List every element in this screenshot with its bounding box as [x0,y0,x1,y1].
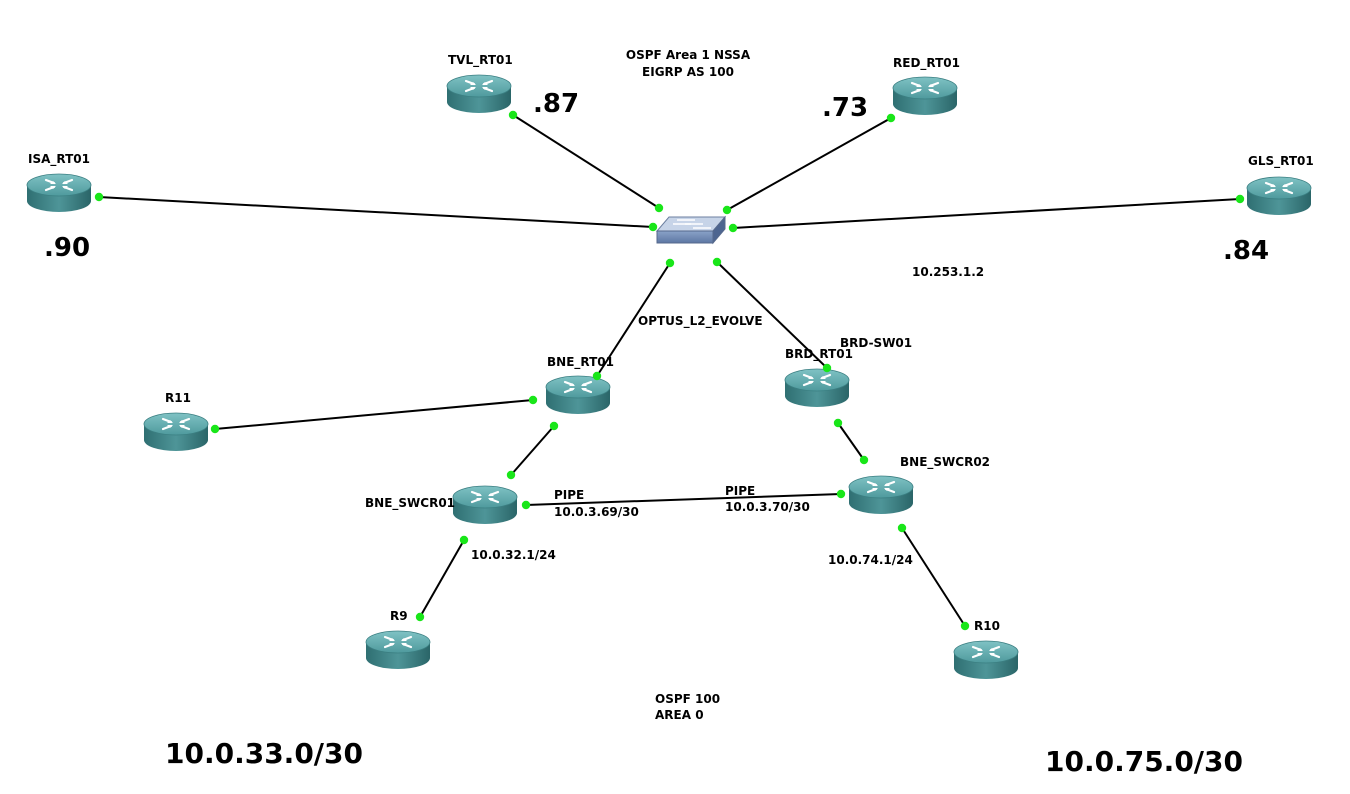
router-isa-rt01[interactable]: ISA_RT01 [25,152,93,214]
ospf100-label: OSPF 100 [655,692,720,706]
port-dot [508,110,518,120]
port-dot [549,421,559,431]
node-label: BNE_SWCR02 [900,455,990,470]
port-dot [833,418,843,428]
red-octet-label: .73 [822,93,868,123]
brd-sw01-label: BRD-SW01 [840,336,912,350]
annotations-layer: OSPF Area 1 NSSA EIGRP AS 100 .87 .73 .9… [44,48,1269,778]
link-bne_rt01-sw[interactable] [596,262,671,377]
pipe-right-ip-label: 10.0.3.70/30 [725,500,810,514]
port-dot [722,205,732,215]
port-dot [886,113,896,123]
node-label: GLS_RT01 [1248,154,1314,169]
router-r9[interactable]: R9 [364,609,432,671]
port-dot [897,523,907,533]
router-bne-rt01[interactable]: BNE_RT01 [544,355,614,416]
node-label: BNE_SWCR01 [365,496,455,511]
router-icon [451,484,519,526]
port-dot [859,455,869,465]
router-r10[interactable]: R10 [952,619,1020,681]
gls-octet-label: .84 [1223,236,1269,266]
lan-left-label: 10.0.32.1/24 [471,548,556,562]
pipe-left-ip-label: 10.0.3.69/30 [554,505,639,519]
pipe-left-label: PIPE [554,488,584,502]
isa-octet-label: .90 [44,233,90,263]
link-red_rt01-sw[interactable] [726,117,892,211]
router-red-rt01[interactable]: RED_RT01 [891,56,960,117]
nodes-layer: ISA_RT01 TVL_RT01 RED_RT01GLS_RT01BNE_RT01… [25,53,1314,681]
link-isa_rt01-sw[interactable] [98,196,654,228]
port-dot [654,203,664,213]
router-icon [25,172,93,214]
link-r11-bne_rt01[interactable] [214,399,534,430]
tvl-octet-label: .87 [533,89,579,119]
router-bne-swcr01[interactable]: BNE_SWCR01 [365,484,519,526]
node-label: R9 [390,609,408,623]
router-icon [952,639,1020,681]
port-dot [822,363,832,373]
port-dot [665,258,675,268]
port-dot [528,395,538,405]
net-right-label: 10.0.75.0/30 [1045,745,1243,778]
ports-layer [94,110,1245,631]
node-label: RED_RT01 [893,56,960,71]
node-label: BNE_RT01 [547,355,614,370]
node-label: R10 [974,619,1000,633]
port-dot [728,223,738,233]
port-dot [836,489,846,499]
net-left-label: 10.0.33.0/30 [165,737,363,770]
switch-sw[interactable] [656,216,726,244]
port-dot [415,612,425,622]
port-dot [648,222,658,232]
router-icon [891,75,959,117]
eigrp-label: EIGRP AS 100 [642,65,734,79]
link-bne_swcr02-r10[interactable] [901,527,966,627]
optus-label: OPTUS_L2_EVOLVE [638,314,763,329]
links-layer [98,114,1241,627]
port-dot [592,371,602,381]
node-label: BRD_RT01 [785,347,853,362]
port-dot [506,470,516,480]
router-icon [783,367,851,409]
port-dot [712,257,722,267]
port-dot [94,192,104,202]
link-bne_rt01-bne_swcr01[interactable] [510,425,555,476]
link-bne_swcr01-r9[interactable] [419,539,465,618]
switch-icon [656,216,726,244]
router-icon [847,474,915,516]
link-gls_rt01-sw[interactable] [732,198,1241,229]
router-r11[interactable]: R11 [142,391,210,453]
link-brd_rt01-sw[interactable] [716,261,828,369]
switch-ip-label: 10.253.1.2 [912,265,984,279]
area0-label: AREA 0 [655,708,704,722]
link-bne_swcr01-bne_swcr02[interactable] [525,493,842,506]
port-dot [459,535,469,545]
router-tvl-rt01[interactable]: TVL_RT01 [445,53,513,115]
link-brd_rt01-bne_swcr02[interactable] [837,422,865,461]
router-icon [544,374,612,416]
router-brd-rt01[interactable]: BRD_RT01 [783,347,853,409]
node-label: TVL_RT01 [448,53,513,68]
router-icon [445,73,513,115]
router-icon [1245,175,1313,217]
router-icon [364,629,432,671]
node-label: ISA_RT01 [28,152,90,167]
pipe-right-label: PIPE [725,484,755,498]
port-dot [1235,194,1245,204]
router-icon [142,411,210,453]
link-tvl_rt01-sw[interactable] [512,114,660,209]
port-dot [210,424,220,434]
lan-right-label: 10.0.74.1/24 [828,553,913,567]
router-bne-swcr02[interactable]: BNE_SWCR02 [847,455,990,516]
ospf-area1-label: OSPF Area 1 NSSA [626,48,751,62]
node-label: R11 [165,391,191,405]
router-gls-rt01[interactable]: GLS_RT01 [1245,154,1314,217]
port-dot [960,621,970,631]
port-dot [521,500,531,510]
